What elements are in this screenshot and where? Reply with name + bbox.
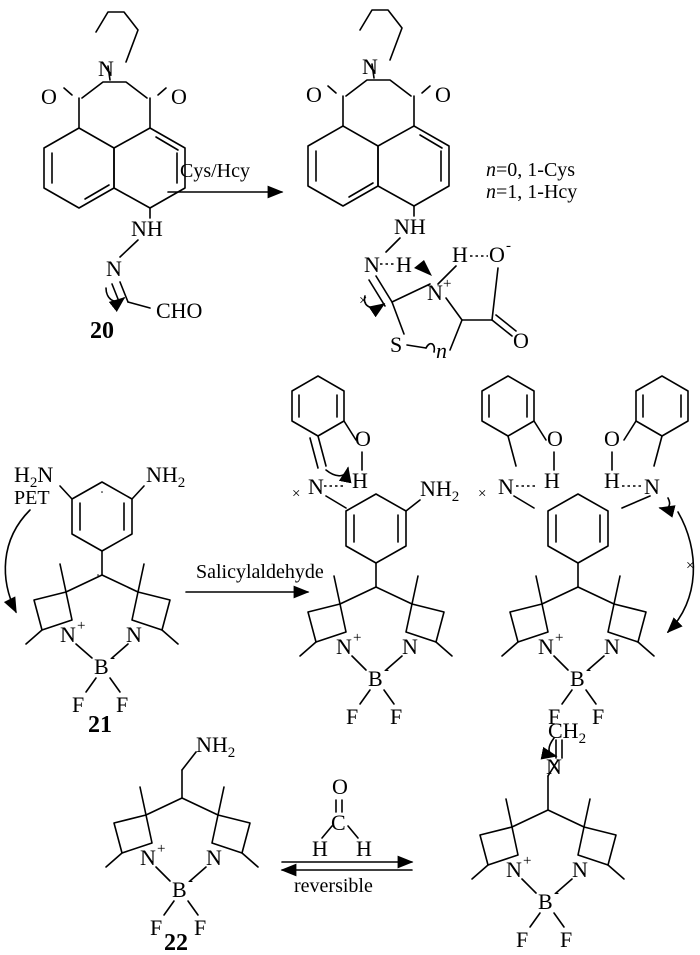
hydrogen-atom: H [396,252,412,277]
fluorine-atom: F [548,704,560,729]
fluorine-atom: F [560,927,572,952]
imine-nitrogen: N [498,474,514,499]
minus-charge: - [384,662,389,678]
formaldehyde-structure: O C H H [312,774,372,861]
compound-22-imine-structure: N CH2 N + N B - F F [471,718,625,952]
nitrogen-atom: N [106,256,122,281]
boron-atom: B [538,889,553,914]
hydrogen-atom: H [356,836,372,861]
minus-charge: - [554,885,559,901]
bodipy-nitrogen: N [402,634,418,659]
bodipy-nitrogen: N [538,634,554,659]
plus-charge: + [353,630,361,646]
sulfur-atom: S [390,332,402,357]
oxygen-atom: O [547,426,563,451]
amine-group: NH2 [420,476,459,505]
bodipy-nitrogen: N [126,622,142,647]
legend-hcy: n=1, 1-Hcy [486,181,577,203]
plus-charge: + [555,630,563,646]
amine-group: H2N [14,462,53,491]
fluorine-atom: F [194,915,206,940]
oxygen-atom: O [435,82,451,107]
amine-group: NH2 [196,732,235,761]
carbon-atom: C [331,810,346,835]
oxygen-atom: O [355,426,371,451]
imine-nitrogen: N [308,474,324,499]
boron-atom: B [570,666,585,691]
reversible-label: reversible [294,875,373,897]
plus-charge: + [443,276,451,292]
minus-charge: - [188,873,193,889]
nh-group: NH [394,214,426,239]
carboxylate-oxygen: O [489,242,505,267]
compound-21-mono-imine-structure: O H × N NH2 N + N B - F F [291,375,459,729]
compound-20-structure: O N O NH N CHO 20 [41,11,202,344]
oxygen-atom: O [171,84,187,109]
amine-group: NH2 [146,462,185,491]
pet-label: PET [14,487,50,509]
minus-charge: - [586,662,591,678]
boron-atom: B [368,666,383,691]
plus-charge: + [523,853,531,869]
minus-charge: - [110,650,115,666]
n-index: n [436,338,447,363]
product-legend: n=0, 1-Cys n=1, 1-Hcy [486,159,577,203]
hydrogen-atom: H [352,468,368,493]
methylene-group: CH2 [548,718,586,747]
oxygen-atom: O [332,774,348,799]
bodipy-nitrogen: N [506,857,522,882]
bodipy-nitrogen: N [206,845,222,870]
plus-charge: + [157,841,165,857]
compound-label-20: 20 [90,318,114,344]
cross-mark: × [478,486,486,502]
oxygen-atom: O [41,84,57,109]
fluorine-atom: F [516,927,528,952]
plus-charge: + [77,618,85,634]
compound-21-structure: H2N NH2 PET N + N B - F F 21 [3,462,185,738]
fluorine-atom: F [116,692,128,717]
hydrogen-atom: H [312,836,328,861]
equilibrium-arrows [280,855,414,877]
compound-label-22: 22 [164,930,188,955]
oxygen-atom: O [513,328,529,353]
oxygen-atom: O [604,426,620,451]
cross-mark: × [292,486,300,502]
hydrogen-atom: H [544,468,560,493]
oxygen-atom: O [306,82,322,107]
bodipy-nitrogen: N [336,634,352,659]
cross-mark: × [686,558,694,574]
nitrogen-atom: N [364,252,380,277]
reagent-salicylaldehyde: Salicylaldehyde [196,561,324,583]
minus-charge: - [506,238,511,254]
hydrogen-atom: H [452,242,468,267]
aldehyde-group: CHO [156,298,202,323]
compound-22-structure: NH2 N + N B - F F 22 [105,732,259,955]
legend-cys: n=0, 1-Cys [486,159,575,181]
compound-21-bis-imine-structure: O H × N O H N N + N B - [478,375,694,729]
nitrogen-atom: N [362,54,378,79]
bodipy-nitrogen: N [604,634,620,659]
bodipy-nitrogen: N [140,845,156,870]
fluorine-atom: F [346,704,358,729]
ammonium-nitrogen: N [427,280,443,305]
fluorine-atom: F [592,704,604,729]
bodipy-nitrogen: N [572,857,588,882]
bodipy-nitrogen: N [60,622,76,647]
reagent-cys-hcy: Cys/Hcy [180,160,250,182]
imine-nitrogen: N [546,754,562,779]
fluorine-atom: F [150,915,162,940]
boron-atom: B [172,877,187,902]
compound-1-product-structure: O N O NH N H × N + S n H O - [306,9,529,363]
boron-atom: B [94,654,109,679]
fluorine-atom: F [390,704,402,729]
nitrogen-atom: N [98,56,114,81]
compound-label-21: 21 [88,712,112,738]
hydrogen-atom: H [604,468,620,493]
imine-nitrogen: N [644,474,660,499]
nh-group: NH [131,216,163,241]
fluorine-atom: F [72,692,84,717]
cross-mark: × [359,293,367,309]
